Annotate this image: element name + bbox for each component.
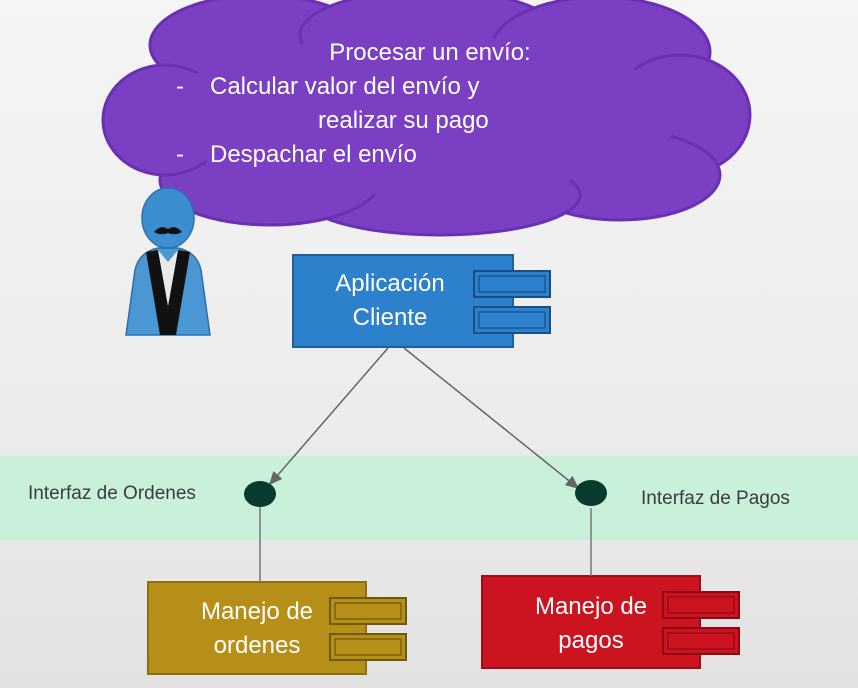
cloud-item-text: Calcular valor del envío y	[210, 73, 480, 100]
component-manejo-ordenes[interactable]	[147, 581, 407, 675]
interface-pagos-label: Interfaz de Pagos	[641, 488, 790, 509]
payments-label-line2: pagos	[558, 627, 624, 654]
cloud-text: Procesar un envío: - Calcular valor del …	[150, 36, 670, 172]
component-aplicacion-cliente[interactable]	[292, 254, 551, 348]
client-label: Aplicación Cliente	[315, 267, 465, 335]
interface-node-pagos[interactable]	[575, 480, 607, 506]
payments-label: Manejo de pagos	[511, 590, 671, 658]
interface-ordenes-label: Interfaz de Ordenes	[28, 483, 196, 504]
dependency-arrow-ordenes	[269, 347, 389, 486]
orders-label: Manejo de ordenes	[177, 595, 337, 663]
cloud-title: Procesar un envío:	[329, 39, 531, 66]
thought-cloud	[101, 0, 752, 237]
interface-band	[0, 456, 858, 540]
payments-label-line1: Manejo de	[534, 593, 648, 620]
client-label-line2: Cliente	[352, 304, 428, 331]
cloud-item-continuation: realizar su pago	[318, 107, 489, 134]
component-manejo-pagos[interactable]	[481, 575, 740, 669]
orders-label-line2: ordenes	[213, 632, 301, 659]
cloud-item: - Calcular valor del envío y	[150, 70, 670, 104]
actor-icon	[125, 187, 211, 336]
cloud-item: - Despachar el envío	[150, 138, 670, 172]
cloud-item-bullet: -	[176, 73, 184, 100]
interface-node-ordenes[interactable]	[244, 481, 276, 507]
client-label-line1: Aplicación	[335, 270, 445, 297]
dependency-arrow-pagos	[403, 347, 580, 489]
cloud-item-text: Despachar el envío	[210, 141, 417, 168]
cloud-item-bullet: -	[176, 141, 184, 168]
orders-label-line1: Manejo de	[200, 598, 314, 625]
